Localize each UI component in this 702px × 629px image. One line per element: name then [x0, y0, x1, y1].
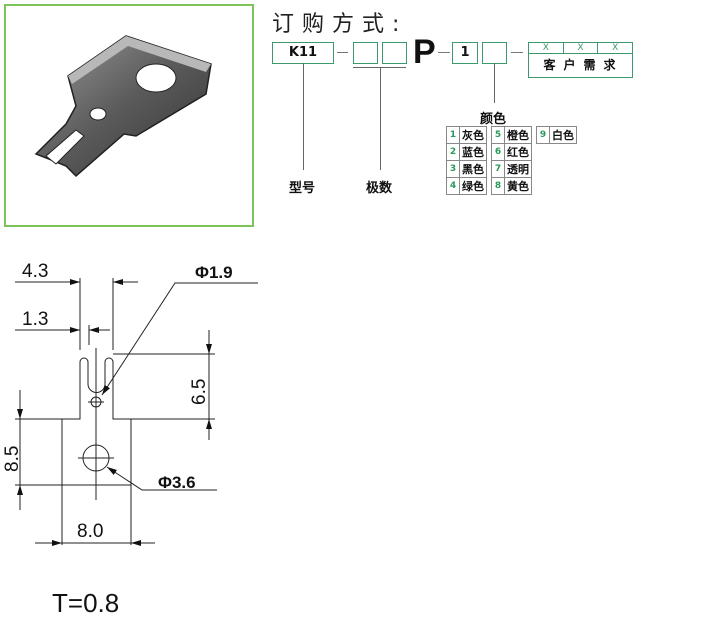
dim-label-1.3: 1.3: [22, 309, 48, 330]
pole-box-1: [353, 42, 378, 64]
color-num: 8: [491, 177, 505, 195]
color-leader-line: [494, 63, 495, 103]
dim-label-phi-1.9: Φ1.9: [195, 263, 233, 282]
order-title: 订购方式:: [272, 12, 408, 37]
separator-dash: [337, 52, 348, 53]
dim-label-8.5: 8.5: [2, 446, 23, 472]
color-name: 透明: [504, 160, 532, 178]
customer-mark: X: [529, 43, 564, 53]
separator-dash: [511, 52, 523, 53]
dim-label-8.0: 8.0: [77, 521, 103, 542]
color-name: 橙色: [504, 126, 532, 144]
color-name: 黑色: [459, 160, 487, 178]
dim-label-phi-3.6: Φ3.6: [158, 473, 196, 492]
leader-phi-1.9: [101, 282, 258, 396]
part-outline-top: [15, 357, 215, 420]
color-label: 颜色: [480, 112, 507, 127]
color-name: 白色: [549, 126, 577, 144]
model-leader-line: [303, 63, 304, 170]
leader-phi-3.6: [106, 466, 217, 491]
p-letter: P: [413, 33, 436, 71]
customer-requirement-label: 客户需求: [543, 58, 624, 72]
customer-mark: X: [564, 43, 599, 53]
pole-box-2: [382, 42, 407, 64]
dim-label-4.3: 4.3: [22, 261, 48, 282]
terminal-image: [34, 35, 212, 178]
dim-label-6.5: 6.5: [189, 379, 210, 405]
thickness-label: T=0.8: [52, 588, 120, 618]
separator-dash: [438, 52, 450, 53]
customer-mark: X: [612, 43, 619, 53]
color-name: 绿色: [459, 177, 487, 195]
poles-underline: [353, 67, 406, 68]
poles-leader-line: [380, 68, 381, 170]
part-outline-body: [15, 419, 132, 545]
color-name: 黄色: [504, 177, 532, 195]
color-code-box-1: 1: [452, 42, 478, 64]
poles-label: 极数: [366, 181, 393, 196]
extension-line: [79, 278, 114, 350]
model-label: 型号: [289, 181, 316, 196]
product-photo: [4, 4, 254, 227]
customer-requirement-box: X X X 客户需求: [528, 42, 633, 78]
